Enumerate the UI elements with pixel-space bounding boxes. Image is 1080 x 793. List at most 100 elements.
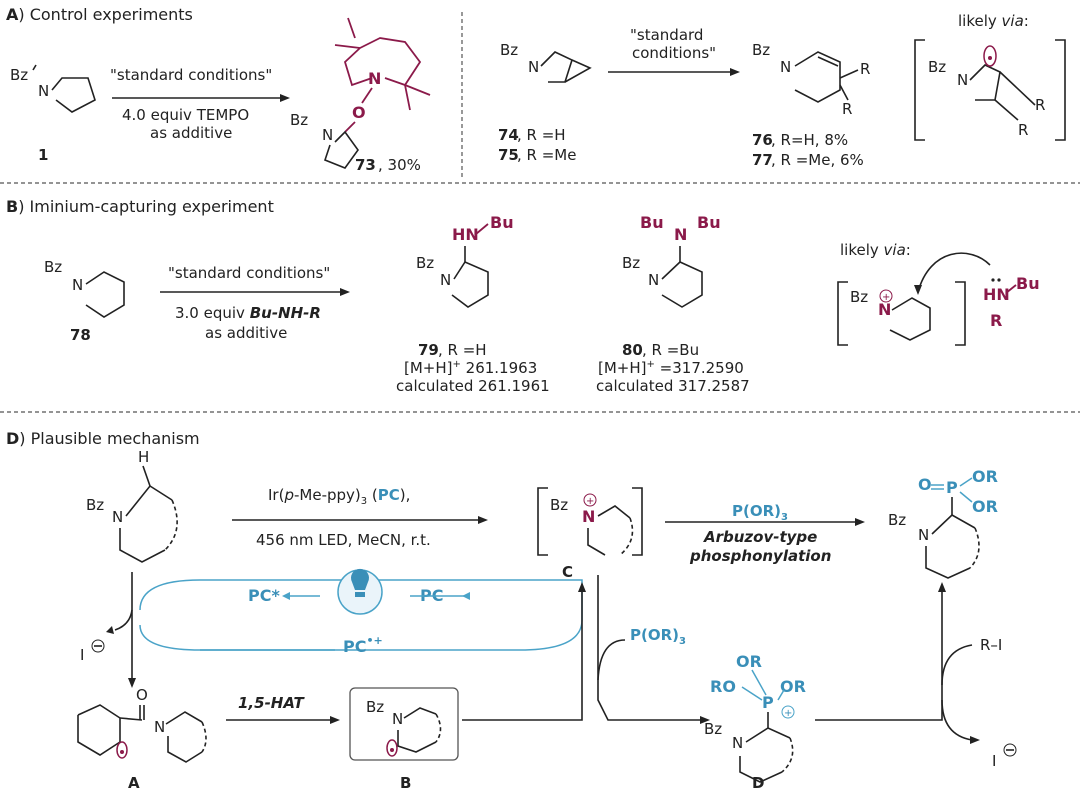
arrow-d2: P(OR)3 Arbuzov-type phosphonylation [665, 502, 865, 565]
svg-text:, R =Me: , R =Me [517, 146, 576, 164]
svg-text:OR: OR [972, 497, 998, 516]
svg-text:, R =Bu: , R =Bu [642, 341, 699, 359]
svg-text:N: N [918, 526, 929, 544]
panel-a-title: A) Control experiments [6, 5, 193, 24]
arrow-b-reagent: 3.0 equiv Bu-NH-R [175, 304, 321, 322]
svg-text:N: N [112, 508, 123, 526]
intermediate-a-radical: likely via: Bz N R R [914, 12, 1066, 141]
svg-text:conditions": conditions" [632, 44, 716, 62]
svg-text:80: 80 [622, 341, 643, 359]
arrow-down-a: I [80, 572, 136, 688]
svg-text:, R =Me, 6%: , R =Me, 6% [771, 151, 864, 169]
panel-d: D) Plausible mechanism H Bz N Ir(p-Me-pp… [6, 429, 1017, 792]
svg-text:456 nm LED, MeCN, r.t.: 456 nm LED, MeCN, r.t. [256, 531, 431, 549]
svg-text:as additive: as additive [150, 124, 232, 142]
svg-text:Bz: Bz [850, 288, 868, 306]
compound-79: HN Bu Bz N 79 , R =H [M+H]+ 261.1963 cal… [396, 213, 550, 395]
arrow-hat: 1,5-HAT [226, 694, 340, 724]
svg-text:N: N [322, 126, 333, 144]
svg-text:Bz: Bz [704, 720, 722, 738]
svg-text:Bz: Bz [888, 511, 906, 529]
svg-text:N: N [368, 69, 381, 88]
svg-text:P: P [762, 693, 774, 712]
svg-text:Bz: Bz [622, 254, 640, 272]
arrow-a1: "standard conditions" 4.0 equiv TEMPO as… [110, 66, 290, 142]
panel-a: A) Control experiments Bz N 1 "standard … [0, 5, 1080, 184]
svg-text:Bz: Bz [752, 41, 770, 59]
pc-radical-cation: PC•+ [343, 634, 383, 656]
svg-text:OR: OR [780, 677, 806, 696]
svg-text:N: N [780, 58, 791, 76]
svg-text:Bz: Bz [10, 66, 28, 84]
svg-text:calculated 317.2587: calculated 317.2587 [596, 377, 750, 395]
svg-text:"standard: "standard [630, 26, 703, 44]
svg-text:O: O [918, 475, 932, 494]
svg-text:N: N [440, 271, 451, 289]
start-compound: H Bz N [86, 448, 178, 563]
arrow-d1: Ir(p-Me-ppy)3 (PC), 456 nm LED, MeCN, r.… [232, 486, 488, 549]
svg-text:Bu: Bu [1016, 274, 1040, 293]
arrow-b-to-c [462, 582, 586, 721]
panel-d-title: D) Plausible mechanism [6, 429, 200, 448]
panel-b: B) Iminium-capturing experiment Bz N 78 … [0, 197, 1080, 413]
svg-text:PC*: PC* [248, 586, 280, 605]
svg-text:"standard conditions": "standard conditions" [168, 264, 330, 282]
svg-text:, 30%: , 30% [378, 156, 421, 174]
iminium-intermediate: likely via: Bz N + HN Bu R [837, 241, 1040, 346]
svg-text:Arbuzov-type: Arbuzov-type [703, 528, 817, 546]
svg-text:"standard conditions": "standard conditions" [110, 66, 272, 84]
svg-text:Bz: Bz [366, 698, 384, 716]
svg-text:R: R [860, 60, 870, 78]
likely-via-a: likely via: [958, 12, 1029, 30]
c80-ms: [M+H]+ =317.2590 [598, 359, 744, 377]
svg-text:OR: OR [736, 652, 762, 671]
svg-text:1,5-HAT: 1,5-HAT [238, 694, 306, 712]
compound-78: Bz N 78 [44, 258, 125, 344]
likely-via-b: likely via: [840, 241, 911, 259]
svg-text:75: 75 [498, 146, 519, 164]
svg-text:, R =H: , R =H [438, 341, 487, 359]
svg-text:1: 1 [38, 146, 48, 164]
svg-text:C: C [562, 563, 573, 581]
svg-text:77: 77 [752, 151, 773, 169]
svg-text:O: O [352, 103, 366, 122]
svg-text:N: N [732, 734, 743, 752]
compound-74-75: Bz N 74 , R =H 75 , R =Me [498, 41, 592, 164]
svg-text:N: N [38, 82, 49, 100]
svg-text:78: 78 [70, 326, 91, 344]
photocatalytic-cycle: PC* PC PC•+ [139, 568, 583, 656]
compound-a: O N A [77, 686, 207, 792]
svg-text:, R=H, 8%: , R=H, 8% [771, 131, 848, 149]
svg-text:H: H [138, 448, 149, 466]
svg-text:N: N [878, 300, 891, 319]
svg-text:R: R [842, 100, 852, 118]
compound-1: Bz N 1 [10, 64, 96, 164]
svg-text:+: + [882, 292, 890, 303]
svg-text:A: A [128, 774, 140, 792]
svg-text:OR: OR [972, 467, 998, 486]
svg-text:Bu: Bu [640, 213, 664, 232]
c79-ms: [M+H]+ 261.1963 [404, 359, 537, 377]
compound-80: Bu N Bu Bz N 80 , R =Bu [M+H]+ =317.2590… [596, 213, 750, 395]
compound-73: N O Bz N 73 , 30% [290, 17, 431, 174]
svg-text:Bz: Bz [928, 58, 946, 76]
svg-text:N: N [957, 71, 968, 89]
svg-text:Bz: Bz [500, 41, 518, 59]
svg-text:+: + [784, 708, 792, 719]
svg-text:76: 76 [752, 131, 773, 149]
arrow-a2: "standard conditions" [608, 26, 740, 76]
svg-text:I: I [992, 752, 996, 770]
svg-text:HN: HN [452, 225, 479, 244]
svg-text:N: N [674, 225, 687, 244]
svg-text:calculated 261.1961: calculated 261.1961 [396, 377, 550, 395]
svg-text:R: R [1018, 121, 1028, 139]
svg-text:+: + [586, 496, 594, 507]
svg-text:R: R [1035, 96, 1045, 114]
arrow-c-to-d: P(OR)3 [597, 575, 710, 724]
svg-text:O: O [136, 686, 148, 704]
svg-text:R: R [990, 311, 1002, 330]
svg-text:Bz: Bz [86, 496, 104, 514]
svg-text:Bu: Bu [697, 213, 721, 232]
